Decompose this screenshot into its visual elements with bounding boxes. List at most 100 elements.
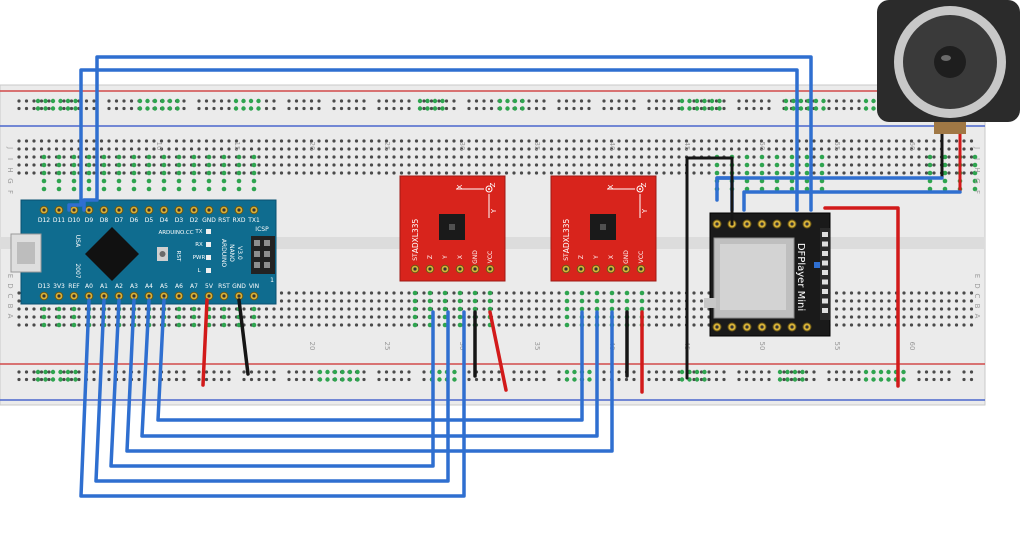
breadboard-hole: [444, 163, 449, 167]
breadboard-hole: [917, 139, 921, 143]
breadboard-hole: [377, 323, 381, 327]
breadboard-hole: [467, 171, 471, 175]
rail-hole: [534, 377, 539, 382]
breadboard-hole: [602, 307, 606, 311]
breadboard-hole: [579, 155, 584, 159]
breadboard-hole: [459, 163, 464, 167]
connected-hole: [927, 178, 933, 184]
connected-hole: [101, 178, 107, 184]
row-label-right: I: [973, 158, 981, 160]
breadboard-hole: [399, 307, 404, 311]
rail-hole: [309, 106, 314, 111]
rail-hole: [662, 377, 666, 382]
breadboard-hole: [924, 155, 929, 159]
breadboard-hole: [444, 155, 449, 159]
breadboard-hole: [969, 291, 974, 295]
icsp-pin: [254, 240, 260, 246]
rail-hole: [519, 370, 524, 374]
connected-hole: [146, 178, 152, 184]
connected-hole: [594, 290, 600, 296]
breadboard-hole: [557, 307, 561, 311]
rail-hole: [272, 106, 276, 111]
rail-connected-hole: [73, 377, 78, 382]
rail-connected-hole: [679, 98, 685, 104]
breadboard-hole: [467, 323, 471, 327]
breadboard-hole: [542, 307, 546, 311]
connected-hole: [236, 154, 242, 160]
nano-bottom-pin-label: A6: [175, 283, 183, 290]
breadboard-hole: [632, 307, 636, 311]
breadboard-hole: [324, 163, 329, 167]
breadboard-hole: [429, 171, 434, 175]
rail-connected-hole: [73, 98, 78, 104]
breadboard-hole: [572, 323, 576, 327]
breadboard-hole: [212, 323, 216, 327]
breadboard-hole: [647, 155, 651, 159]
rail-hole: [399, 370, 404, 374]
adxl335-pin-hole: [579, 267, 583, 271]
breadboard-hole: [489, 171, 494, 175]
breadboard-hole: [369, 315, 374, 319]
rail-hole: [557, 99, 561, 103]
rail-hole: [422, 377, 426, 382]
breadboard-hole: [587, 291, 591, 295]
rail-connected-hole: [65, 369, 71, 375]
connected-hole: [804, 178, 810, 184]
breadboard-hole: [242, 147, 246, 151]
breadboard-hole: [107, 163, 111, 167]
breadboard-hole: [519, 139, 524, 143]
adxl335-pin-hole: [488, 267, 492, 271]
breadboard-hole: [902, 163, 906, 167]
adxl335-pin-hole: [428, 267, 432, 271]
connected-hole: [71, 314, 77, 320]
breadboard-hole: [197, 147, 201, 151]
rail-hole: [497, 377, 501, 382]
breadboard-hole: [579, 163, 584, 167]
nano-top-pin-hole: [147, 208, 151, 212]
breadboard-hole: [872, 307, 876, 311]
rail-connected-hole: [425, 98, 430, 104]
breadboard-hole: [887, 307, 891, 311]
rail-connected-hole: [50, 369, 56, 375]
nano-led-label: L: [197, 268, 201, 274]
breadboard-hole: [654, 139, 659, 143]
breadboard-hole: [894, 147, 899, 151]
connected-hole: [86, 154, 92, 160]
breadboard-hole: [204, 139, 209, 143]
nano-bottom-pin-label: A4: [145, 283, 153, 290]
breadboard-hole: [572, 315, 576, 319]
breadboard-hole: [459, 147, 464, 151]
rail-hole: [452, 106, 456, 111]
breadboard-hole: [834, 139, 839, 143]
breadboard-hole: [182, 315, 186, 319]
rail-connected-hole: [709, 106, 715, 111]
breadboard-hole: [827, 155, 831, 159]
rail-hole: [534, 99, 539, 103]
breadboard-hole: [909, 307, 914, 311]
breadboard-hole: [77, 323, 81, 327]
breadboard-hole: [557, 139, 561, 143]
adxl335-pin-label: Y: [593, 255, 600, 260]
breadboard-hole: [812, 139, 816, 143]
rail-hole: [722, 99, 726, 103]
breadboard-hole: [969, 299, 974, 303]
breadboard-hole: [339, 323, 344, 327]
breadboard-hole: [167, 147, 171, 151]
breadboard-hole: [362, 139, 366, 143]
breadboard-hole: [512, 323, 516, 327]
breadboard-hole: [152, 139, 156, 143]
adxl335-pin-hole: [443, 267, 447, 271]
breadboard-hole: [482, 171, 486, 175]
rail-hole: [287, 377, 291, 382]
row-label-left: H: [6, 167, 14, 172]
breadboard-hole: [302, 163, 306, 167]
rail-connected-hole: [863, 377, 869, 382]
row-label-left: E: [6, 274, 14, 278]
rail-connected-hole: [452, 377, 457, 382]
column-number-bottom: 30: [458, 342, 466, 351]
rail-connected-hole: [65, 377, 71, 382]
rail-hole: [174, 377, 179, 382]
breadboard-hole: [279, 171, 284, 175]
connected-hole: [427, 298, 433, 304]
rail-hole: [24, 106, 29, 111]
